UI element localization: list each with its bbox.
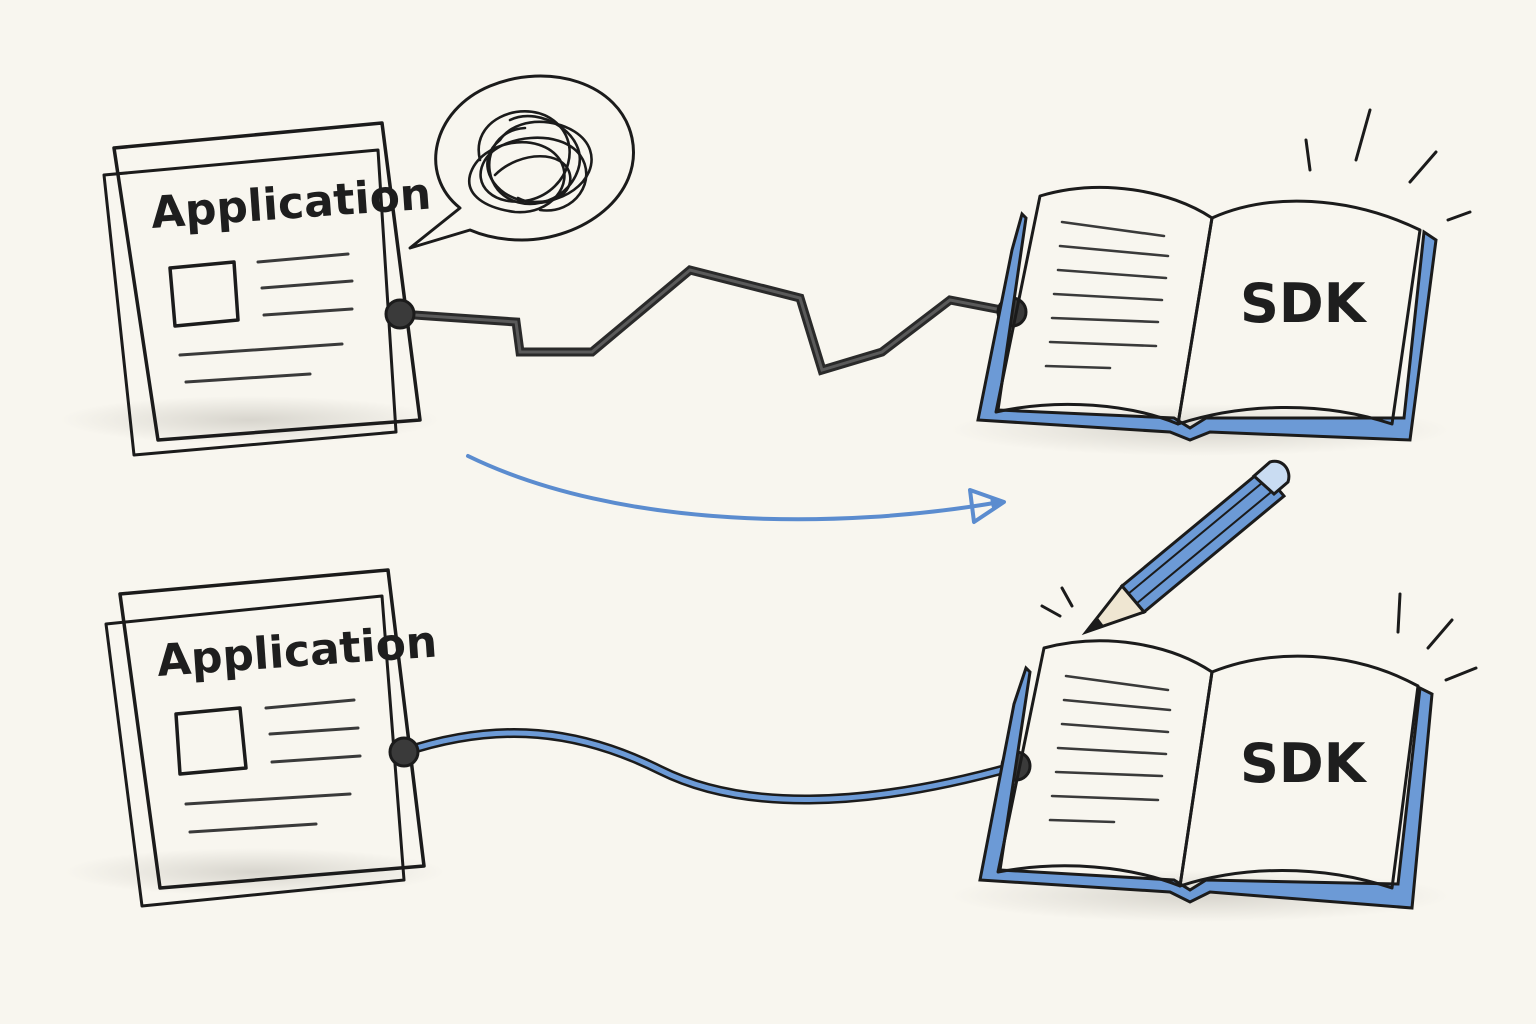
book-right-page	[1178, 654, 1420, 890]
doc-image-placeholder-icon	[174, 706, 248, 776]
doc-shadow	[65, 848, 445, 896]
book-cover	[978, 665, 1434, 910]
pencil-sparkle	[1040, 586, 1074, 618]
shine-marks	[1304, 108, 1472, 222]
arrow-head-outline	[968, 488, 1006, 524]
doc-text-line	[270, 754, 362, 764]
connector-node	[388, 736, 420, 768]
connector-node	[384, 298, 416, 330]
top-app-label: Application	[149, 169, 433, 239]
pencil-icon	[1040, 459, 1291, 636]
bottom-sdk-label: SDK	[1240, 732, 1368, 795]
doc-text-line	[268, 726, 360, 736]
smooth-connection	[388, 727, 1032, 805]
book-cover	[976, 211, 1438, 442]
bottom-row: Application	[65, 568, 1478, 922]
top-sdk-label: SDK	[1240, 272, 1368, 335]
shine-marks	[1396, 592, 1478, 682]
top-row: Application	[60, 74, 1472, 457]
doc-text-line	[178, 342, 344, 357]
top-application-document: Application	[60, 121, 440, 457]
doc-text-line	[256, 252, 350, 264]
book-left-page	[994, 186, 1214, 426]
bottom-application-document: Application	[65, 568, 445, 908]
doc-text-line	[262, 307, 354, 317]
doc-text-line	[184, 372, 312, 384]
tangled-connection	[384, 265, 1028, 376]
doc-back-page	[102, 148, 398, 457]
curved-arrow-icon	[466, 454, 1003, 522]
top-sdk-book: SDK	[950, 108, 1472, 456]
doc-shadow	[60, 396, 440, 444]
doc-back-page	[104, 594, 406, 908]
doc-text-line	[184, 792, 352, 806]
doc-text-line	[188, 822, 318, 834]
doc-front-page	[118, 568, 426, 890]
tangled-thought-bubble-icon	[408, 74, 635, 250]
book-right-page	[1176, 199, 1422, 426]
doc-text-line	[264, 698, 356, 710]
doc-image-placeholder-icon	[168, 260, 240, 328]
doc-text-line	[260, 279, 354, 290]
bottom-sdk-book: SDK	[950, 592, 1478, 922]
doc-front-page	[112, 121, 422, 442]
bottom-app-label: Application	[155, 617, 439, 687]
